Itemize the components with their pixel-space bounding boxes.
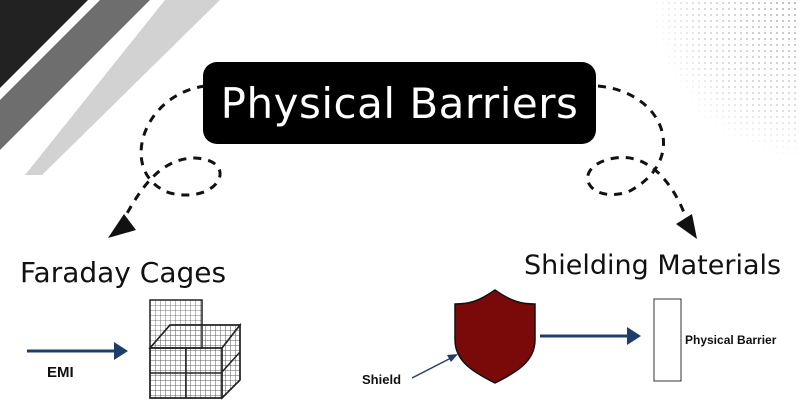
arrowhead-right xyxy=(676,214,697,239)
corner-stripe-dark xyxy=(0,0,88,88)
shield-icon xyxy=(454,289,536,384)
dashed-arrow-right xyxy=(586,84,688,219)
halftone-dots xyxy=(650,0,800,160)
dashed-arrow-left xyxy=(120,84,222,223)
physical-barrier-label: Physical Barrier xyxy=(685,333,777,347)
shield-label: Shield xyxy=(362,372,402,387)
corner-stripe-light xyxy=(25,0,220,175)
faraday-cages-label: Faraday Cages xyxy=(20,256,227,289)
title-box: Physical Barriers xyxy=(203,62,596,144)
arrowhead-left xyxy=(108,214,136,238)
shield-pointer-arrow xyxy=(411,354,458,379)
shielding-materials-label: Shielding Materials xyxy=(524,250,782,281)
title-text: Physical Barriers xyxy=(220,78,579,128)
emi-label: EMI xyxy=(47,364,74,381)
corner-stripe-gray xyxy=(0,0,150,150)
shield-to-barrier-arrow xyxy=(540,327,641,345)
physical-barrier-rect xyxy=(653,298,682,382)
cage-icon xyxy=(148,299,242,400)
emi-arrow xyxy=(27,342,128,360)
